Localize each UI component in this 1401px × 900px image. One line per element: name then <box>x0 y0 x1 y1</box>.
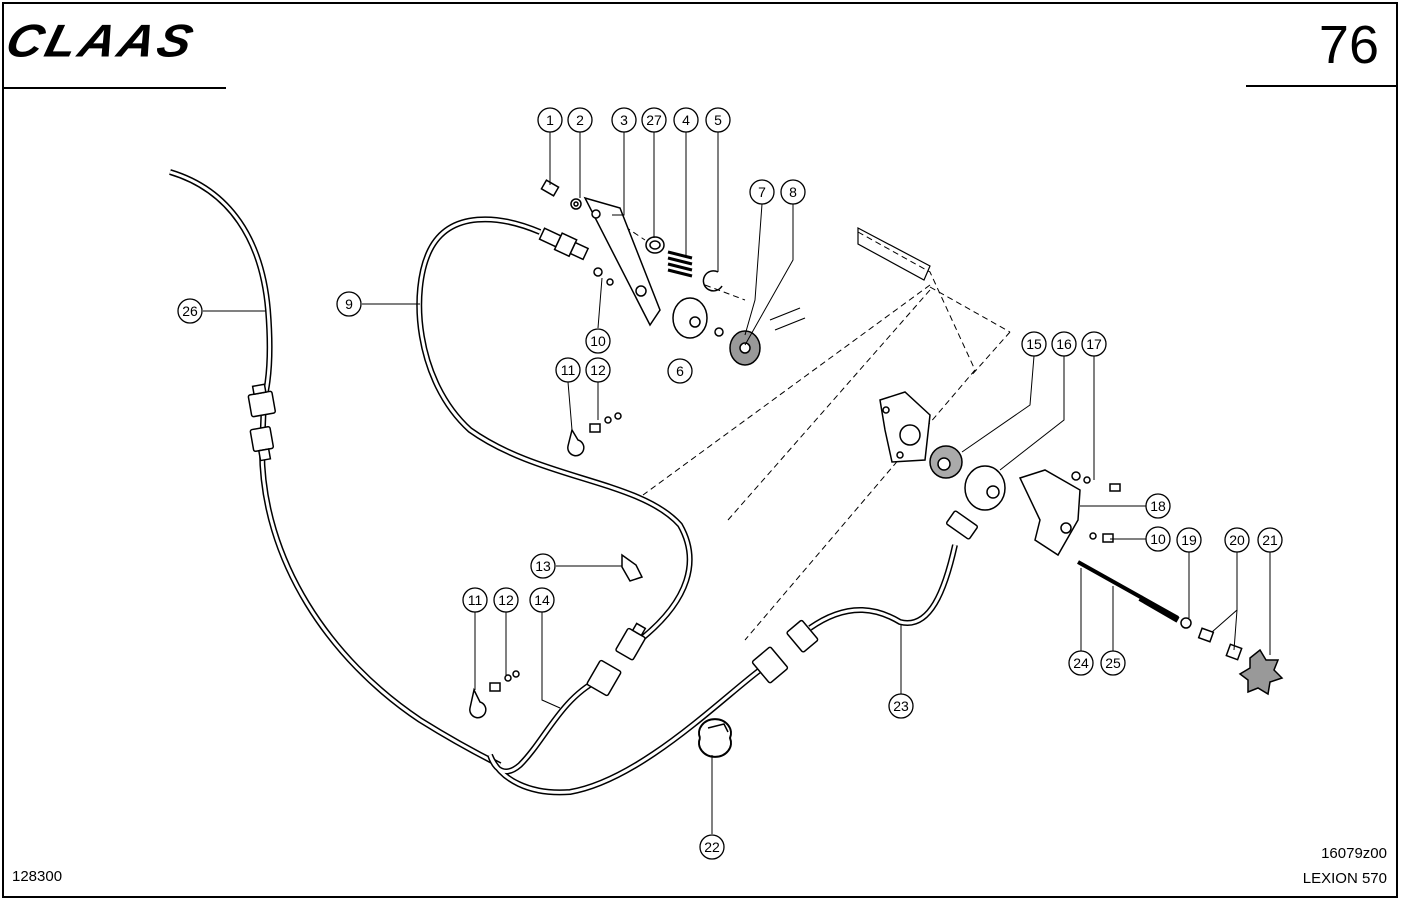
callout-10-top: 10 <box>585 328 611 354</box>
callout-4: 4 <box>673 107 699 133</box>
callout-label: 4 <box>682 112 690 128</box>
sensor-bracket-assembly <box>879 391 1284 696</box>
callout-18: 18 <box>1145 493 1171 519</box>
frame-bracket-outline <box>769 227 931 331</box>
callout-label: 10 <box>590 333 606 349</box>
callout-23: 23 <box>888 693 914 719</box>
callout-10-right: 10 <box>1145 526 1171 552</box>
callout-15: 15 <box>1021 331 1047 357</box>
callout-label: 12 <box>498 592 514 608</box>
callout-label: 15 <box>1026 336 1042 352</box>
cable-26 <box>169 169 502 768</box>
callout-label: 19 <box>1181 532 1197 548</box>
clamps <box>469 412 732 758</box>
callout-11-top: 11 <box>555 357 581 383</box>
cable-23 <box>808 544 958 631</box>
assembly-dashed-lines <box>599 209 1011 641</box>
callout-12-top: 12 <box>585 357 611 383</box>
cable-14 <box>487 667 762 796</box>
callout-6: 6 <box>667 358 693 384</box>
callout-17: 17 <box>1081 331 1107 357</box>
callout-7: 7 <box>749 179 775 205</box>
callout-label: 7 <box>758 184 766 200</box>
plug-connectors <box>247 383 979 697</box>
callout-20: 20 <box>1224 527 1250 553</box>
callout-12-bottom: 12 <box>493 587 519 613</box>
callout-label: 6 <box>676 363 684 379</box>
callout-label: 2 <box>576 112 584 128</box>
callout-24: 24 <box>1068 650 1094 676</box>
callout-2: 2 <box>567 107 593 133</box>
callout-26: 26 <box>177 298 203 324</box>
document-number: 128300 <box>12 868 63 885</box>
callout-label: 23 <box>893 698 909 714</box>
callout-27: 27 <box>641 107 667 133</box>
callout-label: 26 <box>182 303 198 319</box>
callout-label: 22 <box>704 839 720 855</box>
callout-16: 16 <box>1051 331 1077 357</box>
page-number: 76 <box>1318 15 1379 75</box>
callout-22: 22 <box>699 834 725 860</box>
callout-1: 1 <box>537 107 563 133</box>
callout-13: 13 <box>530 553 556 579</box>
callout-label: 18 <box>1150 498 1166 514</box>
callout-label: 10 <box>1150 531 1166 547</box>
callout-label: 24 <box>1073 655 1089 671</box>
sensor-fitting <box>538 227 590 261</box>
callout-9: 9 <box>336 291 362 317</box>
callout-label: 11 <box>561 362 576 378</box>
leader-lines <box>203 132 1271 834</box>
callout-label: 3 <box>620 112 628 128</box>
callout-label: 1 <box>546 112 554 128</box>
callout-8: 8 <box>780 179 806 205</box>
callout-label: 27 <box>646 112 662 128</box>
callout-label: 5 <box>714 112 722 128</box>
callout-19: 19 <box>1176 527 1202 553</box>
callout-label: 9 <box>345 296 353 312</box>
callout-5: 5 <box>705 107 731 133</box>
cable-9 <box>416 216 693 643</box>
callout-label: 20 <box>1229 532 1245 548</box>
callout-label: 21 <box>1262 532 1278 548</box>
callout-label: 11 <box>468 592 483 608</box>
callout-label: 14 <box>534 592 550 608</box>
callouts: 1 2 3 27 4 5 7 8 9 26 10 11 12 6 15 16 1… <box>177 107 1283 860</box>
callout-14: 14 <box>529 587 555 613</box>
model-name: LEXION 570 <box>1302 870 1387 887</box>
callout-label: 12 <box>590 362 606 378</box>
callout-21: 21 <box>1257 527 1283 553</box>
callout-label: 16 <box>1056 336 1072 352</box>
callout-label: 17 <box>1086 336 1102 352</box>
callout-3: 3 <box>611 107 637 133</box>
drawing-code: 16079z00 <box>1321 845 1387 862</box>
callout-label: 8 <box>789 184 797 200</box>
callout-label: 13 <box>535 558 551 574</box>
callout-11-bottom: 11 <box>462 587 488 613</box>
hardware-top <box>540 179 761 366</box>
callout-25: 25 <box>1100 650 1126 676</box>
callout-label: 25 <box>1105 655 1121 671</box>
